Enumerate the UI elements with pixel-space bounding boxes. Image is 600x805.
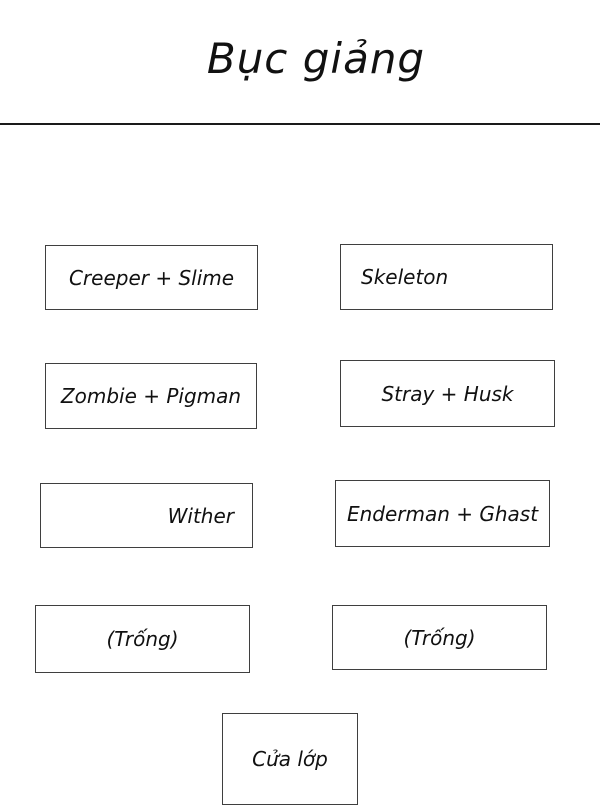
seat-label: Enderman + Ghast	[346, 501, 539, 526]
seat-enderman-ghast: Enderman + Ghast	[335, 480, 550, 547]
seat-label: Stray + Husk	[381, 381, 514, 406]
seat-label: Wither	[167, 503, 234, 528]
seat-label: (Trống)	[403, 625, 476, 650]
seat-label: Skeleton	[361, 265, 449, 289]
classroom-door-box: Cửa lớp	[222, 713, 358, 805]
seat-wither: Wither	[40, 483, 253, 548]
seat-label: Zombie + Pigman	[60, 384, 242, 408]
seat-zombie-pigman: Zombie + Pigman	[45, 363, 257, 429]
podium-divider-line	[0, 123, 600, 125]
seat-creeper-slime: Creeper + Slime	[45, 245, 258, 310]
seat-empty-left: (Trống)	[35, 605, 250, 673]
seat-skeleton: Skeleton	[340, 244, 553, 310]
podium-label: Bục giảng	[206, 34, 426, 83]
seat-label: Creeper + Slime	[68, 265, 235, 290]
seat-stray-husk: Stray + Husk	[340, 360, 555, 427]
seat-label: (Trống)	[106, 627, 179, 651]
seat-empty-right: (Trống)	[332, 605, 547, 670]
door-label: Cửa lớp	[252, 747, 328, 771]
